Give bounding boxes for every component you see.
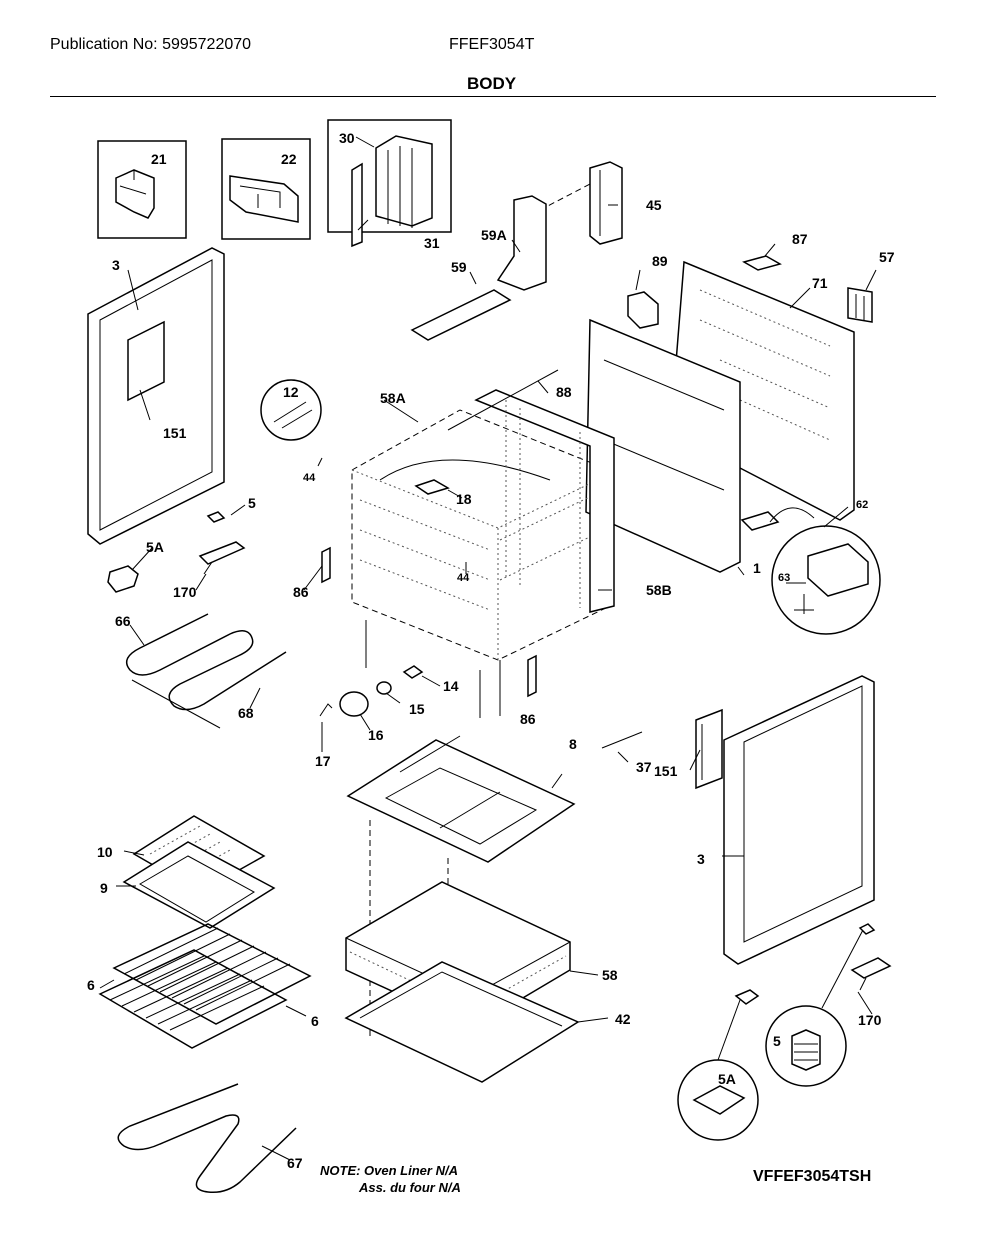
diagram-code: VFFEF3054TSH — [753, 1168, 872, 1185]
bracket-89[interactable] — [627, 291, 659, 329]
label-44-left: 44 — [303, 472, 316, 484]
label-151-left: 151 — [163, 425, 187, 441]
side-panel-right-3[interactable] — [723, 675, 875, 965]
bracket-87[interactable] — [742, 255, 782, 271]
label-37: 37 — [636, 759, 652, 775]
model-number: FFEF3054T — [449, 36, 535, 53]
lamp-socket-14[interactable] — [402, 665, 424, 679]
label-151-right: 151 — [654, 763, 678, 779]
leader-lines — [99, 136, 877, 1161]
leveling-leg-5[interactable] — [206, 511, 226, 523]
label-45: 45 — [646, 197, 662, 213]
label-58B: 58B — [646, 582, 672, 598]
label-170-left: 170 — [173, 584, 197, 600]
bracket-18[interactable] — [414, 479, 450, 495]
label-86-right: 86 — [520, 711, 536, 727]
label-58: 58 — [602, 967, 618, 983]
label-87: 87 — [792, 231, 808, 247]
detail-12[interactable] — [260, 379, 322, 441]
label-86-left: 86 — [293, 584, 309, 600]
label-31: 31 — [424, 235, 440, 251]
label-18: 18 — [456, 491, 472, 507]
panel-stiffener-151-right[interactable] — [695, 708, 723, 790]
bake-element-68[interactable] — [131, 679, 221, 729]
lamp-clip-17[interactable] — [319, 703, 333, 717]
label-5-right: 5 — [773, 1033, 781, 1049]
label-71: 71 — [812, 275, 828, 291]
part-labels: 21 22 30 31 45 59A 59 87 57 89 71 3 151 … — [87, 130, 895, 1171]
oven-rack-6-lower[interactable] — [98, 949, 288, 1049]
label-88: 88 — [556, 384, 572, 400]
lamp-cover-16[interactable] — [339, 691, 369, 717]
label-57: 57 — [879, 249, 895, 265]
label-15: 15 — [409, 701, 425, 717]
label-12: 12 — [283, 384, 299, 400]
oven-rack-6-upper[interactable] — [112, 923, 312, 1025]
rear-frame-1[interactable] — [585, 318, 741, 573]
oven-body-58A[interactable] — [351, 409, 615, 718]
label-16: 16 — [368, 727, 384, 743]
label-22: 22 — [281, 151, 297, 167]
label-17: 17 — [315, 753, 331, 769]
inset-parts-30-31[interactable] — [327, 119, 452, 248]
label-44-center: 44 — [457, 572, 470, 584]
label-5-left: 5 — [248, 495, 256, 511]
label-62: 62 — [856, 499, 868, 511]
bake-element-66[interactable] — [125, 613, 287, 711]
label-67: 67 — [287, 1155, 303, 1171]
label-5A-left: 5A — [146, 539, 164, 555]
label-10: 10 — [97, 844, 113, 860]
leveling-leg-detail-5A[interactable] — [677, 989, 760, 1141]
publication-number: Publication No: 5995722070 — [50, 36, 252, 53]
label-170-right: 170 — [858, 1012, 882, 1028]
section-title: BODY — [467, 74, 517, 93]
label-68: 68 — [238, 705, 254, 721]
label-6-left: 6 — [87, 977, 95, 993]
wire-88[interactable] — [447, 369, 559, 431]
label-58A: 58A — [380, 390, 406, 406]
vent-59[interactable] — [410, 289, 512, 341]
header-rule — [50, 96, 936, 97]
lamp-bulb-15[interactable] — [376, 681, 392, 695]
label-59A: 59A — [481, 227, 507, 243]
label-21: 21 — [151, 151, 167, 167]
hinge-receptacle-86-left[interactable] — [321, 546, 331, 584]
label-30: 30 — [339, 130, 355, 146]
anti-tip-bracket-170-right[interactable] — [850, 957, 892, 991]
hinge-receptacle-86-right[interactable] — [527, 654, 537, 698]
label-8: 8 — [569, 736, 577, 752]
broil-element-67[interactable] — [117, 1083, 297, 1194]
inset-part-21[interactable] — [97, 140, 187, 239]
label-5A-right: 5A — [718, 1071, 736, 1087]
vent-duct-45[interactable] — [539, 161, 623, 245]
label-89: 89 — [652, 253, 668, 269]
leveling-leg-detail-5[interactable] — [765, 923, 876, 1087]
screw-37[interactable] — [601, 731, 643, 749]
label-6-right: 6 — [311, 1013, 319, 1029]
label-59: 59 — [451, 259, 467, 275]
vent-shield-59A[interactable] — [496, 195, 547, 291]
label-1: 1 — [753, 560, 761, 576]
label-14: 14 — [443, 678, 459, 694]
note-line-1: NOTE: Oven Liner N/A — [320, 1163, 458, 1178]
inset-part-22[interactable] — [221, 138, 311, 240]
label-66: 66 — [115, 613, 131, 629]
terminal-block-62-detail[interactable] — [740, 507, 881, 635]
note-line-2: Ass. du four N/A — [358, 1180, 461, 1195]
leveling-leg-5A[interactable] — [107, 565, 139, 593]
label-57[interactable] — [847, 287, 873, 323]
label-3-left: 3 — [112, 257, 120, 273]
label-42: 42 — [615, 1011, 631, 1027]
label-3-right: 3 — [697, 851, 705, 867]
label-9: 9 — [100, 880, 108, 896]
label-63: 63 — [778, 572, 790, 584]
broil-pan-9[interactable] — [122, 841, 276, 929]
anti-tip-bracket-170[interactable] — [198, 541, 246, 575]
side-panel-left-3[interactable] — [87, 247, 225, 545]
oven-bottom-8[interactable] — [346, 735, 576, 863]
